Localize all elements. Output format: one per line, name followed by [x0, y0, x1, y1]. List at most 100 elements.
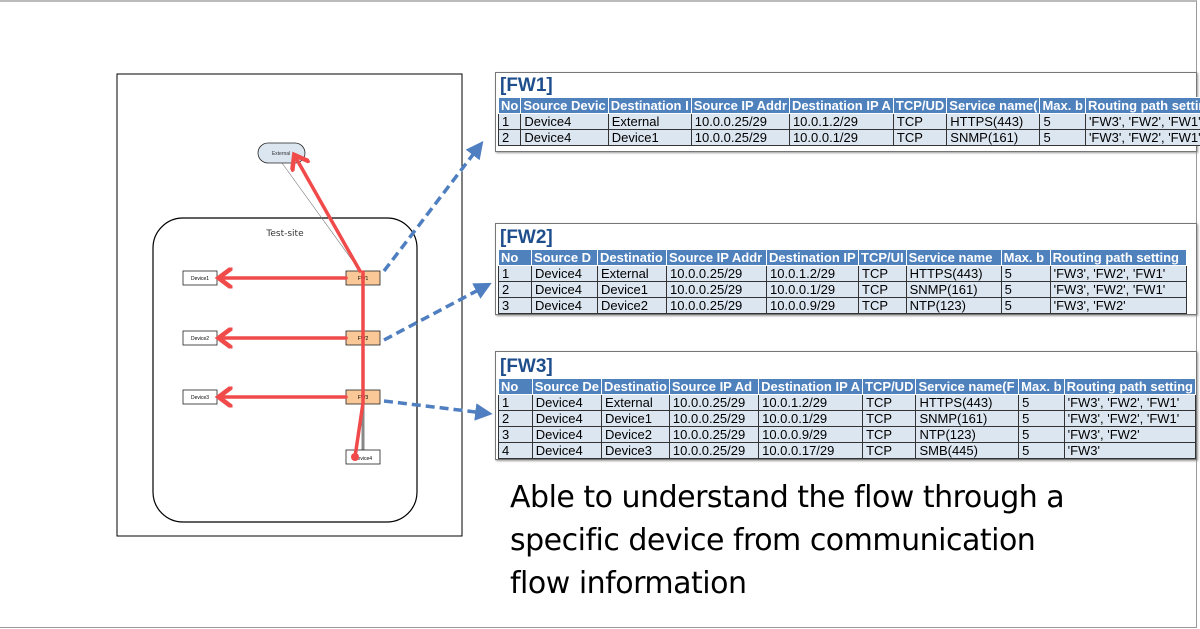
- cell[interactable]: HTTPS(443): [915, 394, 1020, 411]
- cell[interactable]: 10.0.0.25/29: [668, 426, 760, 443]
- cell[interactable]: SNMP(161): [915, 410, 1020, 427]
- col-max[interactable]: Max. b: [1018, 378, 1065, 395]
- col-destination-ip[interactable]: Destination IP: [766, 249, 859, 266]
- cell[interactable]: Device2: [601, 426, 670, 443]
- col-no[interactable]: No: [497, 97, 522, 114]
- cell[interactable]: Device4: [531, 297, 598, 314]
- cell[interactable]: 4: [498, 442, 533, 459]
- col-destination-ip[interactable]: Destination IP A: [788, 97, 894, 114]
- cell[interactable]: 'FW3': [1063, 442, 1197, 459]
- cell[interactable]: TCP: [862, 442, 917, 459]
- cell[interactable]: Device2: [597, 297, 667, 314]
- cell[interactable]: 1: [498, 394, 533, 411]
- col-protocol[interactable]: TCP/UI: [858, 249, 907, 266]
- cell[interactable]: 5: [1018, 426, 1065, 443]
- col-max[interactable]: Max. b: [1000, 249, 1051, 266]
- cell[interactable]: Device4: [531, 442, 603, 459]
- cell[interactable]: TCP: [862, 426, 917, 443]
- col-protocol[interactable]: TCP/UD: [892, 97, 948, 114]
- cell[interactable]: NTP(123): [905, 297, 1002, 314]
- cell[interactable]: 10.0.1.2/29: [766, 265, 859, 282]
- cell[interactable]: 10.0.0.25/29: [668, 410, 760, 427]
- cell[interactable]: 10.0.0.17/29: [758, 442, 864, 459]
- col-source-ip[interactable]: Source IP Addr: [666, 249, 767, 266]
- cell[interactable]: SMB(445): [915, 442, 1020, 459]
- cell[interactable]: 5: [1000, 297, 1051, 314]
- cell[interactable]: Device4: [520, 129, 609, 146]
- col-destination[interactable]: Destinatio: [601, 378, 670, 395]
- col-source-ip[interactable]: Source IP Addr: [690, 97, 790, 114]
- cell[interactable]: HTTPS(443): [946, 113, 1041, 130]
- cell[interactable]: 2: [498, 281, 532, 298]
- col-destination[interactable]: Destinatio: [597, 249, 667, 266]
- col-source-device[interactable]: Source Devic: [520, 97, 609, 114]
- cell[interactable]: TCP: [858, 265, 907, 282]
- cell[interactable]: HTTPS(443): [905, 265, 1002, 282]
- cell[interactable]: 'FW3', 'FW2', 'FW1': [1049, 265, 1187, 282]
- cell[interactable]: 10.0.0.9/29: [766, 297, 859, 314]
- cell[interactable]: 5: [1018, 410, 1065, 427]
- cell[interactable]: 5: [1018, 394, 1065, 411]
- cell[interactable]: 10.0.0.25/29: [668, 442, 760, 459]
- cell[interactable]: Device4: [531, 394, 603, 411]
- cell[interactable]: 10.0.0.25/29: [666, 265, 767, 282]
- cell[interactable]: 10.0.0.25/29: [666, 297, 767, 314]
- col-no[interactable]: No: [498, 378, 533, 395]
- node-device1[interactable]: Device1: [182, 270, 218, 286]
- node-device3[interactable]: Device3: [182, 389, 218, 405]
- cell[interactable]: SNMP(161): [946, 129, 1041, 146]
- cell[interactable]: TCP: [858, 297, 907, 314]
- col-max[interactable]: Max. b: [1039, 97, 1086, 114]
- col-service[interactable]: Service name(: [946, 97, 1041, 114]
- cell[interactable]: 5: [1000, 265, 1051, 282]
- cell[interactable]: 'FW3', 'FW2', 'FW1': [1063, 394, 1197, 411]
- cell[interactable]: Device4: [531, 281, 598, 298]
- cell[interactable]: Device1: [607, 129, 692, 146]
- cell[interactable]: 1: [498, 265, 532, 282]
- cell[interactable]: 10.0.0.25/29: [666, 281, 767, 298]
- cell[interactable]: TCP: [892, 113, 948, 130]
- cell[interactable]: 10.0.1.2/29: [788, 113, 894, 130]
- col-routing-path[interactable]: Routing path setting: [1049, 249, 1187, 266]
- cell[interactable]: TCP: [862, 394, 917, 411]
- cell[interactable]: External: [607, 113, 692, 130]
- cell[interactable]: TCP: [892, 129, 948, 146]
- col-destination-ip[interactable]: Destination IP A: [758, 378, 864, 395]
- cell[interactable]: 1: [497, 113, 522, 130]
- cell[interactable]: Device3: [601, 442, 670, 459]
- cell[interactable]: 'FW3', 'FW2', 'FW1': [1084, 113, 1200, 130]
- col-service[interactable]: Service name(F: [915, 378, 1020, 395]
- cell[interactable]: 'FW3', 'FW2': [1049, 297, 1187, 314]
- cell[interactable]: External: [601, 394, 670, 411]
- col-service[interactable]: Service name: [905, 249, 1002, 266]
- cell[interactable]: 10.0.1.2/29: [758, 394, 864, 411]
- cell[interactable]: 10.0.0.25/29: [690, 113, 790, 130]
- cell[interactable]: 10.0.0.9/29: [758, 426, 864, 443]
- cell[interactable]: 'FW3', 'FW2', 'FW1': [1063, 410, 1197, 427]
- col-source-device[interactable]: Source De: [531, 378, 603, 395]
- col-source-device[interactable]: Source D: [531, 249, 598, 266]
- cell[interactable]: Device4: [531, 410, 603, 427]
- cell[interactable]: 'FW3', 'FW2', 'FW1': [1084, 129, 1200, 146]
- cell[interactable]: NTP(123): [915, 426, 1020, 443]
- cell[interactable]: 10.0.0.1/29: [788, 129, 894, 146]
- cell[interactable]: 10.0.0.1/29: [758, 410, 864, 427]
- cell[interactable]: Device4: [520, 113, 609, 130]
- cell[interactable]: 5: [1018, 442, 1065, 459]
- cell[interactable]: 5: [1000, 281, 1051, 298]
- cell[interactable]: 5: [1039, 129, 1086, 146]
- col-routing-path[interactable]: Routing path setting: [1063, 378, 1197, 395]
- cell[interactable]: 'FW3', 'FW2', 'FW1': [1049, 281, 1187, 298]
- col-protocol[interactable]: TCP/UD: [862, 378, 917, 395]
- cell[interactable]: 3: [498, 426, 533, 443]
- col-source-ip[interactable]: Source IP Ad: [668, 378, 760, 395]
- node-device2[interactable]: Device2: [182, 330, 218, 346]
- cell[interactable]: Device1: [597, 281, 667, 298]
- cell[interactable]: 10.0.0.1/29: [766, 281, 859, 298]
- cell[interactable]: 2: [498, 410, 533, 427]
- col-no[interactable]: No: [498, 249, 532, 266]
- cell[interactable]: SNMP(161): [905, 281, 1002, 298]
- cell[interactable]: Device4: [531, 426, 603, 443]
- cell[interactable]: TCP: [862, 410, 917, 427]
- cell[interactable]: 'FW3', 'FW2': [1063, 426, 1197, 443]
